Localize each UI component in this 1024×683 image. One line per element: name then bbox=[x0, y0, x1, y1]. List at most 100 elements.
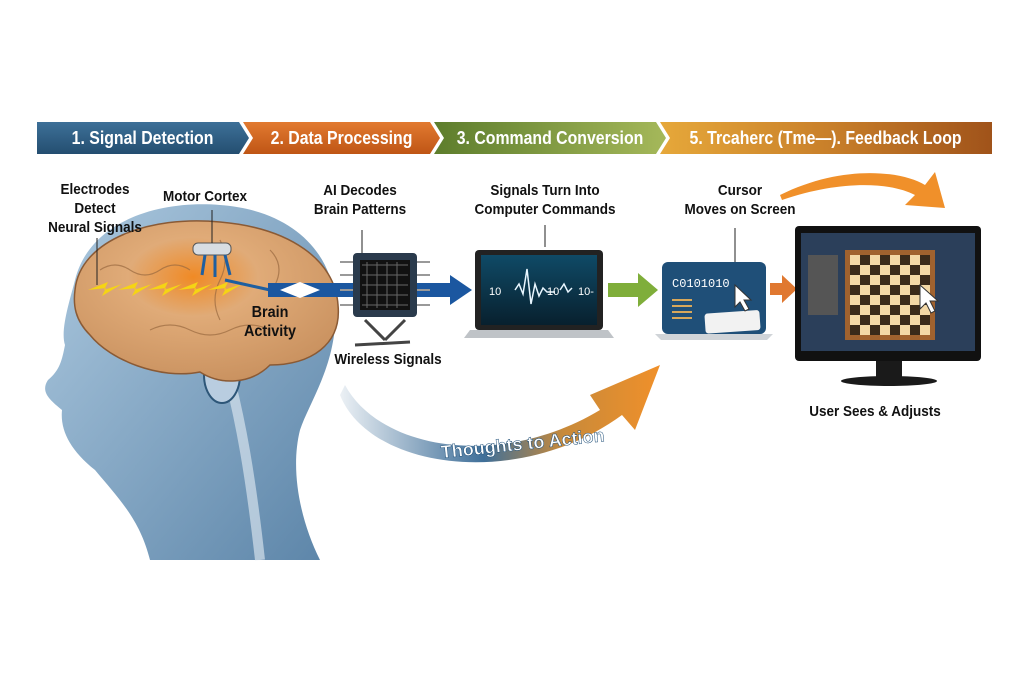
chess-square bbox=[890, 275, 900, 285]
chess-square bbox=[900, 255, 910, 265]
chess-square bbox=[900, 275, 910, 285]
ai-decodes-line-2: Brain Patterns bbox=[313, 201, 407, 218]
green-arrow bbox=[608, 273, 658, 307]
chess-square bbox=[860, 265, 870, 275]
monitor-icon bbox=[795, 226, 981, 386]
signals-turn-line-1: Signals Turn Into bbox=[490, 182, 600, 199]
chess-square bbox=[910, 275, 920, 285]
chess-square bbox=[880, 295, 890, 305]
laptop-binary-left: 10 bbox=[489, 286, 501, 298]
chess-square bbox=[890, 315, 900, 325]
chess-square bbox=[860, 295, 870, 305]
thoughts-to-action-arrow bbox=[340, 365, 660, 463]
step-3-banner: 3. Command Conversion bbox=[434, 122, 666, 154]
chess-square bbox=[920, 255, 930, 265]
orange-arrow bbox=[770, 275, 797, 303]
chess-square bbox=[860, 325, 870, 335]
chess-square bbox=[860, 315, 870, 325]
neural-signal-bolts bbox=[88, 282, 242, 296]
brain-activity-line-2: Activity bbox=[243, 323, 297, 340]
chess-square bbox=[850, 305, 860, 315]
chess-square bbox=[860, 275, 870, 285]
chess-square bbox=[880, 325, 890, 335]
chess-square bbox=[860, 255, 870, 265]
brain-activity-line-1: Brain bbox=[251, 304, 289, 321]
user-sees-label: User Sees & Adjusts bbox=[809, 403, 941, 420]
chess-square bbox=[850, 295, 860, 305]
chess-square bbox=[900, 295, 910, 305]
chess-square bbox=[870, 295, 880, 305]
command-device-icon bbox=[655, 262, 773, 340]
chess-square bbox=[850, 315, 860, 325]
chess-square bbox=[910, 285, 920, 295]
chess-square bbox=[920, 265, 930, 275]
laptop-binary-right: 10- bbox=[578, 286, 594, 298]
chess-square bbox=[880, 285, 890, 295]
chess-square bbox=[850, 285, 860, 295]
chess-square bbox=[900, 325, 910, 335]
chess-square bbox=[860, 285, 870, 295]
laptop-icon bbox=[464, 250, 614, 338]
step-1-banner: 1. Signal Detection bbox=[37, 122, 249, 154]
chess-square bbox=[890, 265, 900, 275]
chess-square bbox=[850, 275, 860, 285]
chess-square bbox=[870, 315, 880, 325]
chess-square bbox=[880, 305, 890, 315]
chess-square bbox=[910, 305, 920, 315]
chess-square bbox=[910, 255, 920, 265]
wireless-signals-label: Wireless Signals bbox=[334, 351, 442, 368]
chess-square bbox=[910, 295, 920, 305]
chess-square bbox=[870, 285, 880, 295]
chess-square bbox=[890, 285, 900, 295]
electrodes-line-3: Neural Signals bbox=[48, 219, 142, 236]
chess-square bbox=[890, 325, 900, 335]
ai-decodes-line-1: AI Decodes bbox=[323, 182, 397, 199]
chess-square bbox=[920, 275, 930, 285]
chess-square bbox=[870, 325, 880, 335]
laptop-binary-mid: 10 bbox=[547, 286, 559, 298]
chess-square bbox=[910, 265, 920, 275]
chess-square bbox=[870, 255, 880, 265]
cursor-line-1: Cursor bbox=[717, 182, 763, 199]
implant-device bbox=[192, 242, 232, 256]
chess-square bbox=[900, 315, 910, 325]
chess-square bbox=[900, 285, 910, 295]
electrodes-line-2: Detect bbox=[74, 200, 116, 217]
chess-square bbox=[910, 315, 920, 325]
chess-square bbox=[870, 275, 880, 285]
motor-cortex-label: Motor Cortex bbox=[162, 188, 248, 205]
chess-square bbox=[870, 305, 880, 315]
chess-square bbox=[920, 305, 930, 315]
ai-chip-icon bbox=[340, 253, 430, 347]
chess-square bbox=[920, 325, 930, 335]
chess-square bbox=[890, 255, 900, 265]
chess-square bbox=[850, 265, 860, 275]
chess-square bbox=[870, 265, 880, 275]
chess-square bbox=[880, 255, 890, 265]
chess-square bbox=[900, 305, 910, 315]
brain bbox=[73, 220, 339, 382]
step-2-banner: 2. Data Processing bbox=[243, 122, 440, 154]
chess-square bbox=[900, 265, 910, 275]
chess-square bbox=[850, 255, 860, 265]
signals-turn-line-2: Computer Commands bbox=[474, 201, 616, 218]
feedback-arrow bbox=[780, 172, 945, 208]
chess-square bbox=[890, 295, 900, 305]
chess-square bbox=[880, 265, 890, 275]
chess-square bbox=[910, 325, 920, 335]
step-5-banner: 5. Trcaherc (Tme—). Feedback Loop bbox=[660, 122, 992, 154]
chess-square bbox=[860, 305, 870, 315]
tablet-code-text: C0101010 bbox=[672, 277, 730, 291]
cursor-line-2: Moves on Screen bbox=[684, 201, 796, 218]
electrodes-line-1: Electrodes bbox=[60, 181, 130, 198]
chess-square bbox=[880, 275, 890, 285]
chess-square bbox=[890, 305, 900, 315]
chess-square bbox=[880, 315, 890, 325]
